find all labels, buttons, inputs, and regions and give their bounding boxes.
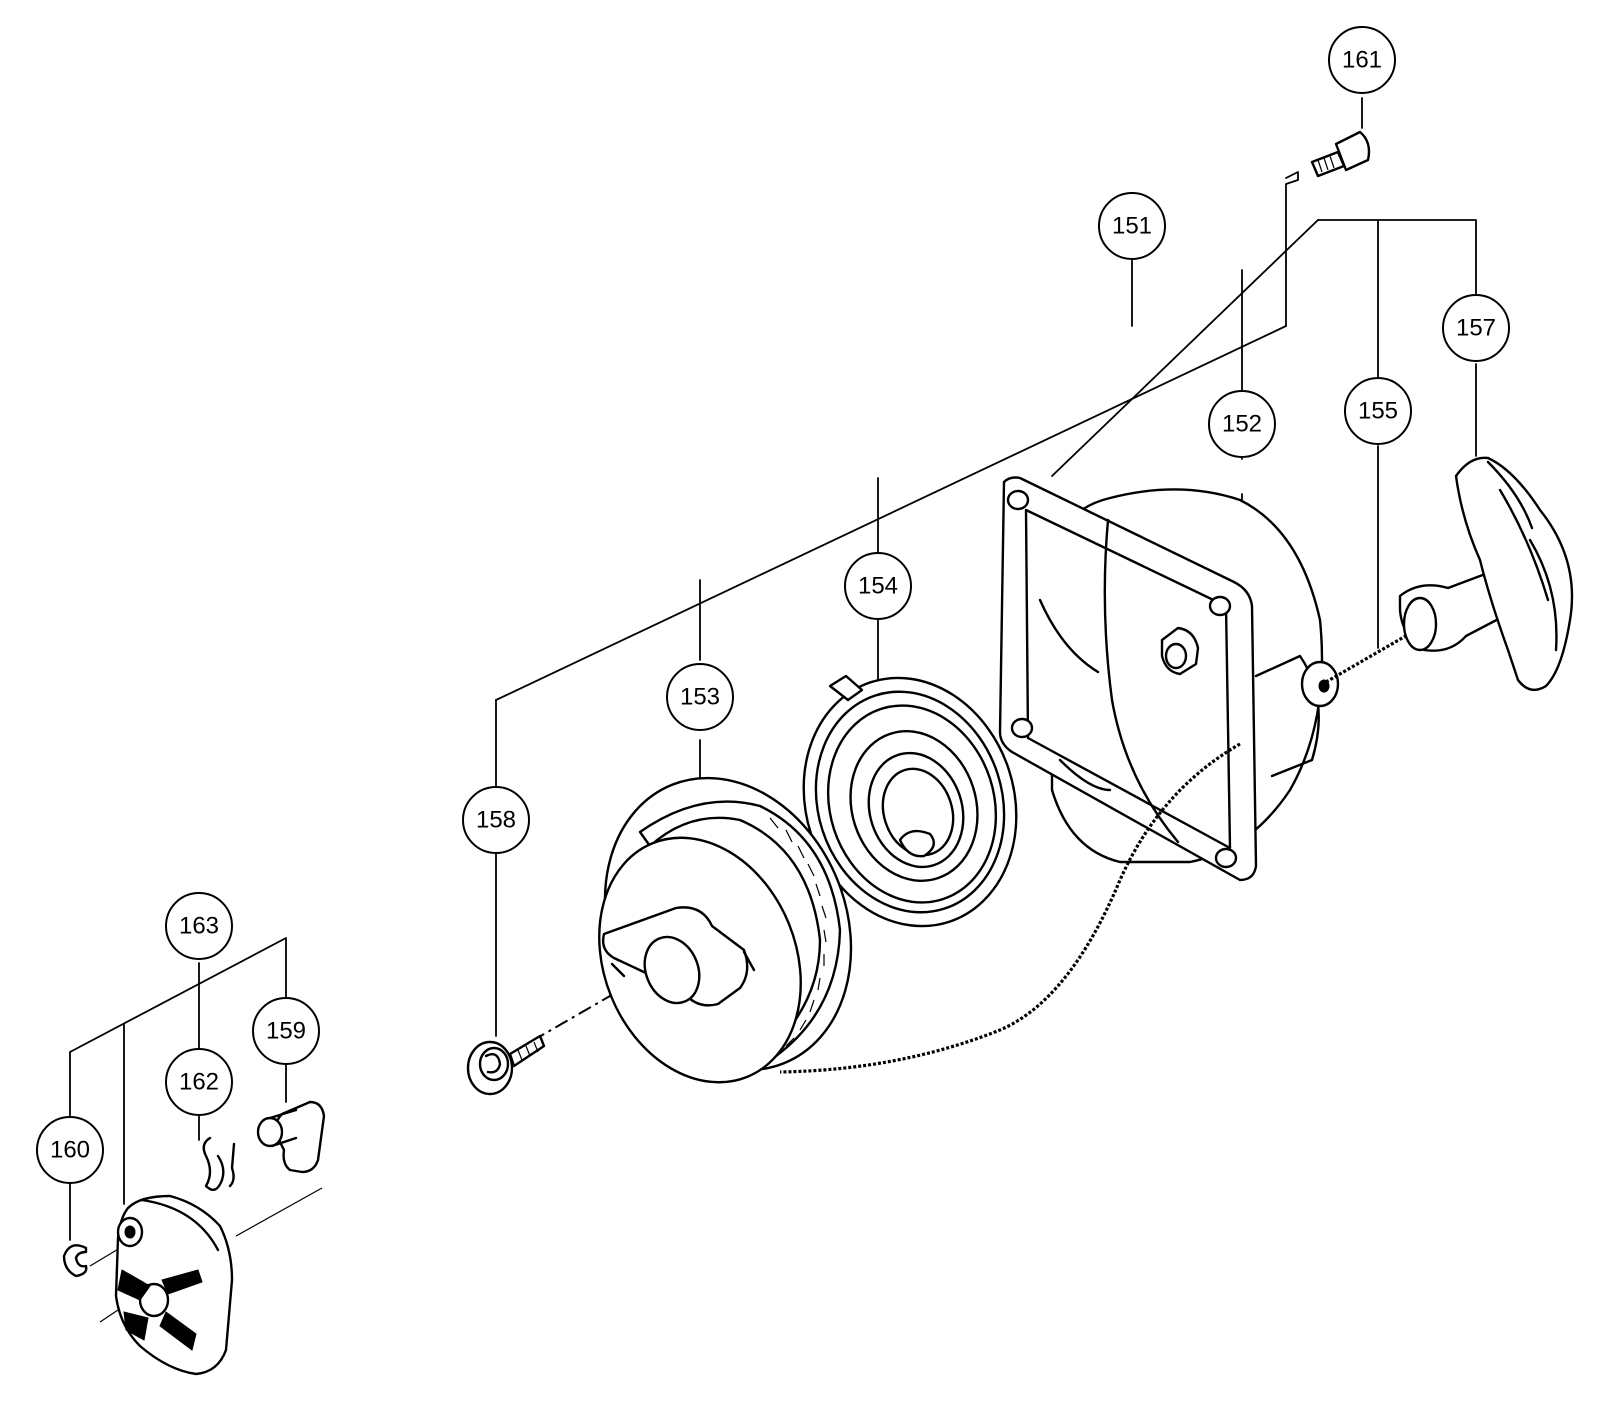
rope-reel-153-drawing	[598, 776, 853, 1084]
callout-label-154: 154	[858, 573, 898, 600]
starter-grip-157-drawing	[1398, 456, 1574, 692]
ratchet-plate-163-drawing	[114, 1194, 234, 1376]
callout-label-151: 151	[1112, 213, 1152, 240]
screw-158-drawing	[466, 1034, 546, 1096]
callout-label-160: 160	[50, 1137, 90, 1164]
callout-label-159: 159	[266, 1018, 306, 1045]
callout-162: 162	[165, 1048, 233, 1116]
callout-label-157: 157	[1456, 315, 1496, 342]
callout-label-158: 158	[476, 807, 516, 834]
callout-155: 155	[1344, 377, 1412, 445]
callout-label-153: 153	[680, 684, 720, 711]
callout-157: 157	[1442, 294, 1510, 362]
callout-label-162: 162	[179, 1069, 219, 1096]
screw-161-drawing	[1310, 130, 1371, 178]
callout-152: 152	[1208, 390, 1276, 458]
callout-154: 154	[844, 552, 912, 620]
callout-153: 153	[666, 663, 734, 731]
e-clip-160-drawing	[62, 1244, 88, 1278]
starter-housing-152-drawing	[998, 476, 1340, 882]
callout-151: 151	[1098, 192, 1166, 260]
callout-161: 161	[1328, 26, 1396, 94]
callout-label-163: 163	[179, 913, 219, 940]
callout-label-155: 155	[1358, 398, 1398, 425]
starter-rope-155-drawing	[779, 628, 1417, 1074]
callout-label-152: 152	[1222, 411, 1262, 438]
callout-160: 160	[36, 1116, 104, 1184]
recoil-spring-154-drawing	[802, 674, 1018, 928]
pawl-spring-162-drawing	[202, 1136, 236, 1192]
callout-158: 158	[462, 786, 530, 854]
callout-163: 163	[165, 892, 233, 960]
pawl-159-drawing	[256, 1100, 326, 1174]
callout-159: 159	[252, 997, 320, 1065]
callout-label-161: 161	[1342, 47, 1382, 74]
